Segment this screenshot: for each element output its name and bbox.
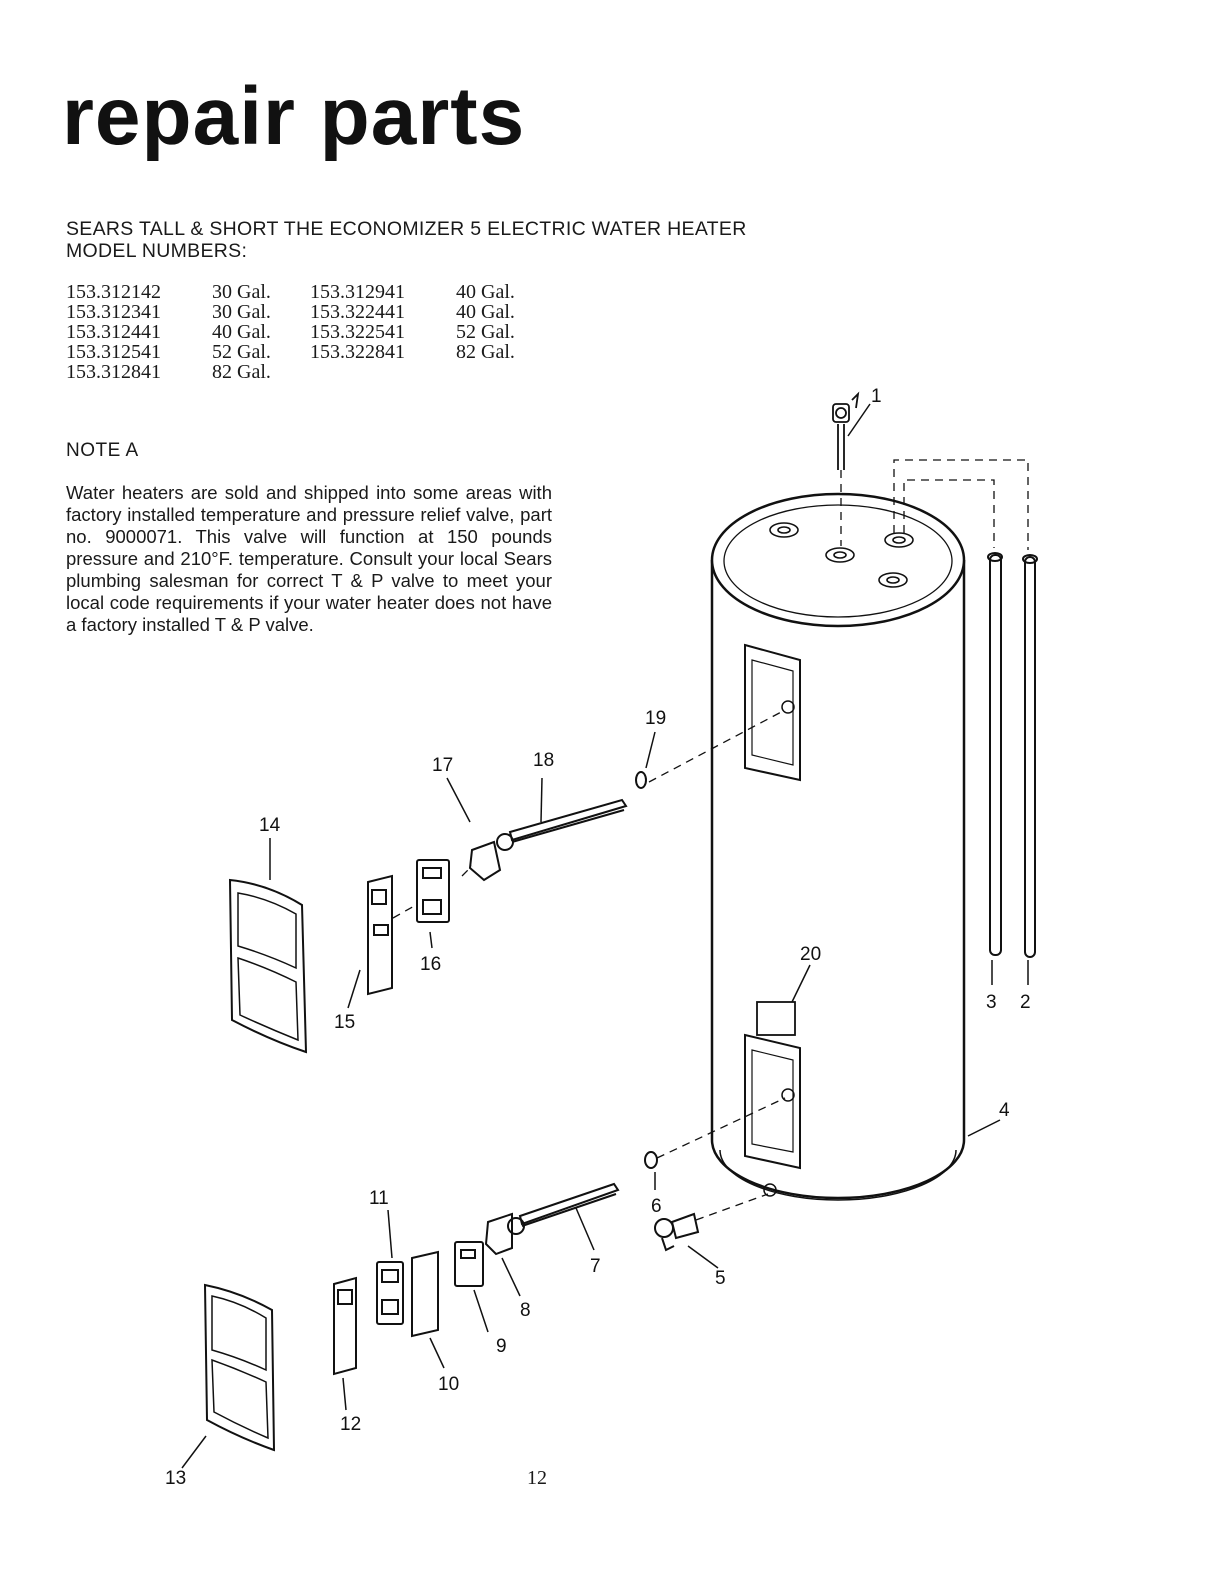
callout-3: 3	[986, 992, 997, 1013]
model-number: 153.312341	[66, 301, 161, 323]
note-title: NOTE A	[66, 440, 139, 461]
model-size: 40 Gal.	[456, 301, 515, 323]
model-row: 153.312441 40 Gal. 153.322541 52 Gal.	[66, 322, 554, 342]
model-number: 153.312441	[66, 321, 161, 343]
model-number: 153.322541	[310, 321, 405, 343]
model-number: 153.312841	[66, 361, 161, 383]
model-number: 153.312541	[66, 341, 161, 363]
water-heater-tank	[710, 492, 966, 1201]
callout-5: 5	[715, 1268, 726, 1289]
callout-1: 1	[871, 386, 882, 407]
callout-2: 2	[1020, 992, 1031, 1013]
model-number: 153.322441	[310, 301, 405, 323]
dip-tubes	[987, 552, 1038, 958]
callout-17: 17	[432, 755, 453, 776]
model-size: 40 Gal.	[456, 281, 515, 303]
callout-19: 19	[645, 708, 666, 729]
model-size: 30 Gal.	[212, 301, 271, 323]
page-title: repair parts	[62, 71, 526, 162]
model-size: 52 Gal.	[212, 341, 271, 363]
callout-12: 12	[340, 1414, 361, 1435]
callout-6: 6	[651, 1196, 662, 1217]
page-number: 12	[527, 1467, 547, 1489]
callout-13: 13	[165, 1468, 186, 1489]
tp-relief-valve	[832, 391, 860, 470]
callout-4: 4	[999, 1100, 1010, 1121]
gasket-19	[635, 771, 647, 789]
callout-9: 9	[496, 1336, 507, 1357]
callout-20: 20	[800, 944, 821, 965]
upper-element-assembly	[228, 798, 628, 1054]
model-numbers-table: 153.312142 30 Gal. 153.312941 40 Gal. 153.3…	[66, 282, 554, 382]
model-number: 153.312941	[310, 281, 405, 303]
callout-10: 10	[438, 1374, 459, 1395]
drain-valve	[654, 1212, 700, 1252]
model-number: 153.312142	[66, 281, 161, 303]
heading-line-2: MODEL NUMBERS:	[66, 240, 248, 262]
model-row: 153.312142 30 Gal. 153.312941 40 Gal.	[66, 282, 554, 302]
callout-7: 7	[590, 1256, 601, 1277]
note-body: Water heaters are sold and shipped into …	[66, 482, 552, 635]
callout-8: 8	[520, 1300, 531, 1321]
model-size: 52 Gal.	[456, 321, 515, 343]
gasket-6	[644, 1151, 658, 1169]
model-size: 82 Gal.	[456, 341, 515, 363]
model-size: 40 Gal.	[212, 321, 271, 343]
model-row: 153.312841 82 Gal.	[66, 362, 554, 382]
callout-16: 16	[420, 954, 441, 975]
callout-15: 15	[334, 1012, 355, 1033]
model-row: 153.312341 30 Gal. 153.322441 40 Gal.	[66, 302, 554, 322]
model-row: 153.312541 52 Gal. 153.322841 82 Gal.	[66, 342, 554, 362]
model-size: 30 Gal.	[212, 281, 271, 303]
callout-11: 11	[369, 1188, 389, 1209]
dashed-connectors	[392, 459, 1029, 1221]
leader-lines	[181, 403, 1029, 1469]
callout-14: 14	[259, 815, 281, 836]
model-number: 153.322841	[310, 341, 405, 363]
callout-18: 18	[533, 750, 554, 771]
model-size: 82 Gal.	[212, 361, 271, 383]
heading-line-1: SEARS TALL & SHORT THE ECONOMIZER 5 ELEC…	[66, 218, 747, 240]
product-heading: SEARS TALL & SHORT THE ECONOMIZER 5 ELEC…	[66, 218, 747, 262]
lower-element-assembly	[203, 1182, 620, 1452]
